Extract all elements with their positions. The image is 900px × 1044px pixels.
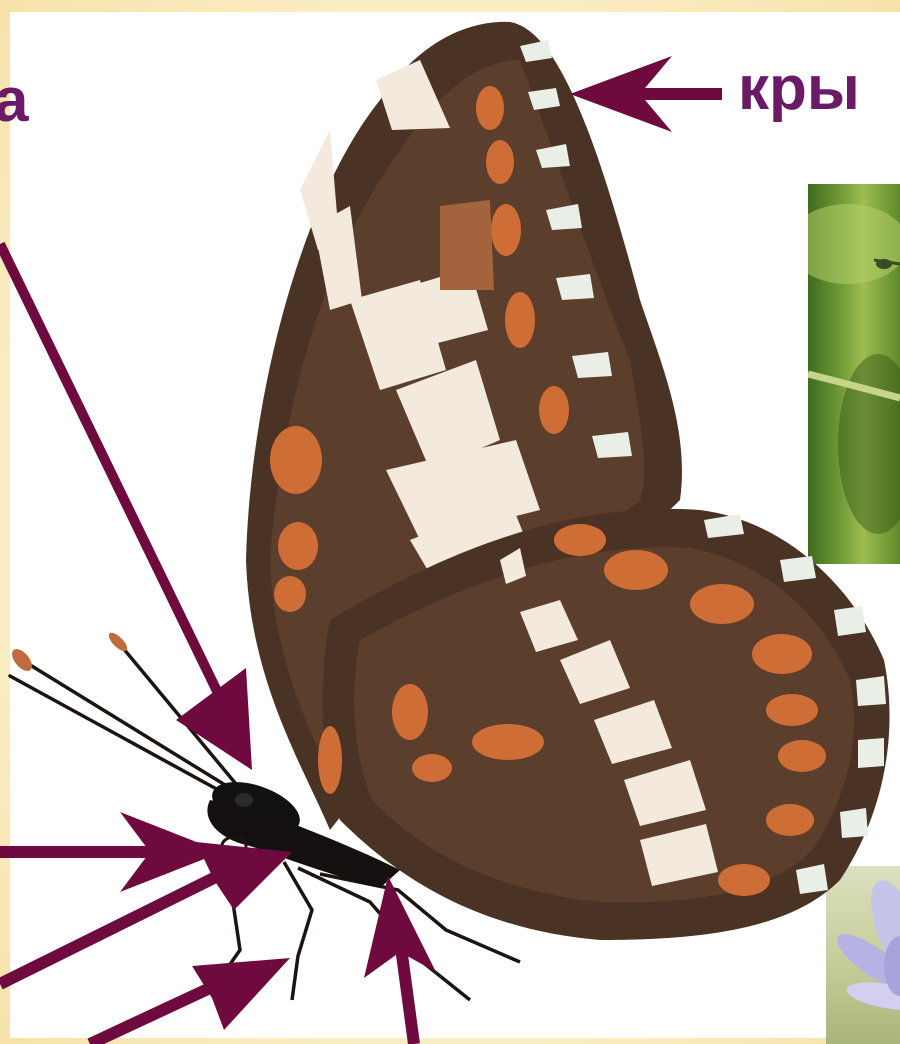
arrow-head-left bbox=[0, 812, 222, 892]
label-wing-partial: кры bbox=[738, 58, 860, 120]
arrow-wing bbox=[570, 56, 722, 132]
antenna-club bbox=[106, 630, 130, 654]
arrow-leg bbox=[90, 958, 290, 1044]
label-left-partial: а bbox=[0, 70, 28, 132]
arrow-body bbox=[364, 876, 436, 1044]
antenna-club bbox=[8, 646, 35, 675]
